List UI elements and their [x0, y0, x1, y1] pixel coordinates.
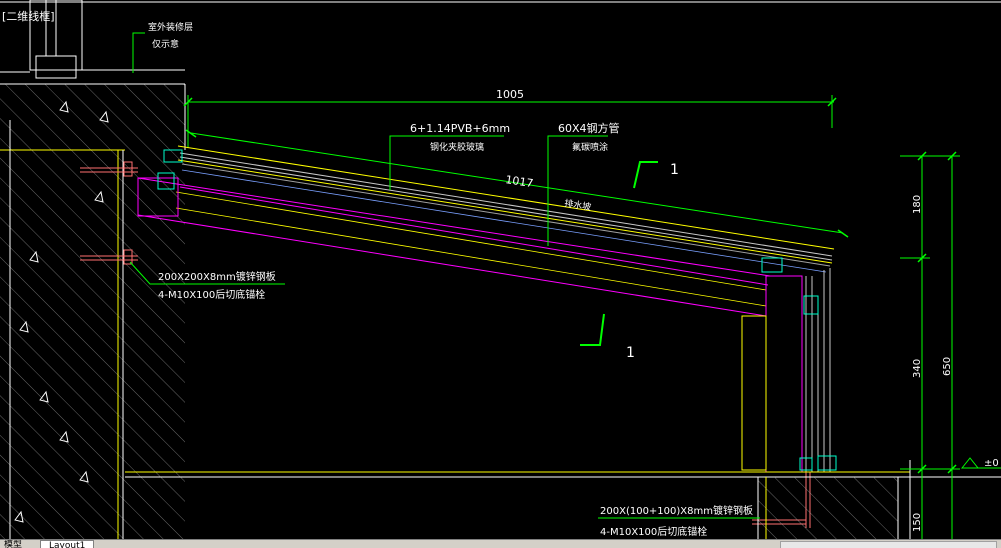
plate-left-1: 200X200X8mm镀锌钢板 [158, 270, 276, 283]
tab-model[interactable]: 模型 [4, 540, 23, 548]
elevation-marker: ±0 [960, 457, 1001, 469]
top-note-1: 室外装修层 [148, 21, 193, 33]
plate-bottom-2: 4-M10X100后切底锚栓 [600, 525, 707, 538]
sloped-steel-tube [137, 177, 771, 317]
section-mark-lower: 1 [580, 313, 635, 361]
floor-slab [125, 460, 1001, 539]
upper-window-frame [0, 0, 1001, 79]
plate-left-2: 4-M10X100后切底锚栓 [158, 288, 265, 301]
top-cover-profile [179, 152, 833, 273]
dimension-1017: 1017 [185, 129, 849, 238]
dim-650-label: 650 [942, 357, 953, 376]
horizontal-scrollbar[interactable] [780, 541, 997, 548]
slope-note: 排水坡 [564, 197, 593, 213]
glass-spec-sub: 钢化夹胶玻璃 [430, 141, 484, 153]
section-mark-lower-label: 1 [626, 345, 635, 361]
dim-340-label: 340 [912, 359, 923, 378]
layout-tab-bar: 模型 Layout1 [0, 539, 1001, 548]
tube-spec-callout: 60X4钢方管 氟碳喷涂 [547, 121, 620, 246]
tube-spec: 60X4钢方管 [558, 121, 620, 135]
tube-spec-sub: 氟碳喷涂 [572, 141, 608, 153]
plate-bottom-1: 200X(100+100)X8mm镀锌钢板 [600, 504, 753, 517]
tab-layout1[interactable]: Layout1 [40, 540, 95, 548]
laminated-glass [177, 145, 835, 264]
dimension-1005: 1005 [183, 88, 837, 148]
dim-1005-label: 1005 [496, 88, 524, 101]
vertical-dimensions: 180 340 650 150 [900, 151, 960, 539]
viewport-style-label[interactable]: [二维线框] [2, 10, 55, 23]
dim-180-label: 180 [912, 195, 923, 214]
elevation-label: ±0 [984, 458, 999, 469]
left-anchor-bolts [80, 161, 138, 265]
dim-150-label: 150 [912, 513, 923, 532]
dim-1017-label: 1017 [505, 173, 535, 190]
bottom-plate-callout: 200X(100+100)X8mm镀锌钢板 4-M10X100后切底锚栓 [598, 504, 760, 538]
section-mark-upper-label: 1 [670, 162, 679, 178]
glass-spec-callout: 6+1.14PVB+6mm 钢化夹胶玻璃 [389, 122, 510, 190]
top-note-leader: 室外装修层 仅示意 [132, 21, 193, 73]
section-mark-upper: 1 [633, 161, 679, 189]
left-plate-callout: 200X200X8mm镀锌钢板 4-M10X100后切底锚栓 [129, 261, 285, 301]
left-wall [0, 83, 186, 539]
top-note-2: 仅示意 [152, 38, 179, 50]
vertical-post [157, 149, 837, 473]
glass-spec: 6+1.14PVB+6mm [410, 122, 510, 135]
